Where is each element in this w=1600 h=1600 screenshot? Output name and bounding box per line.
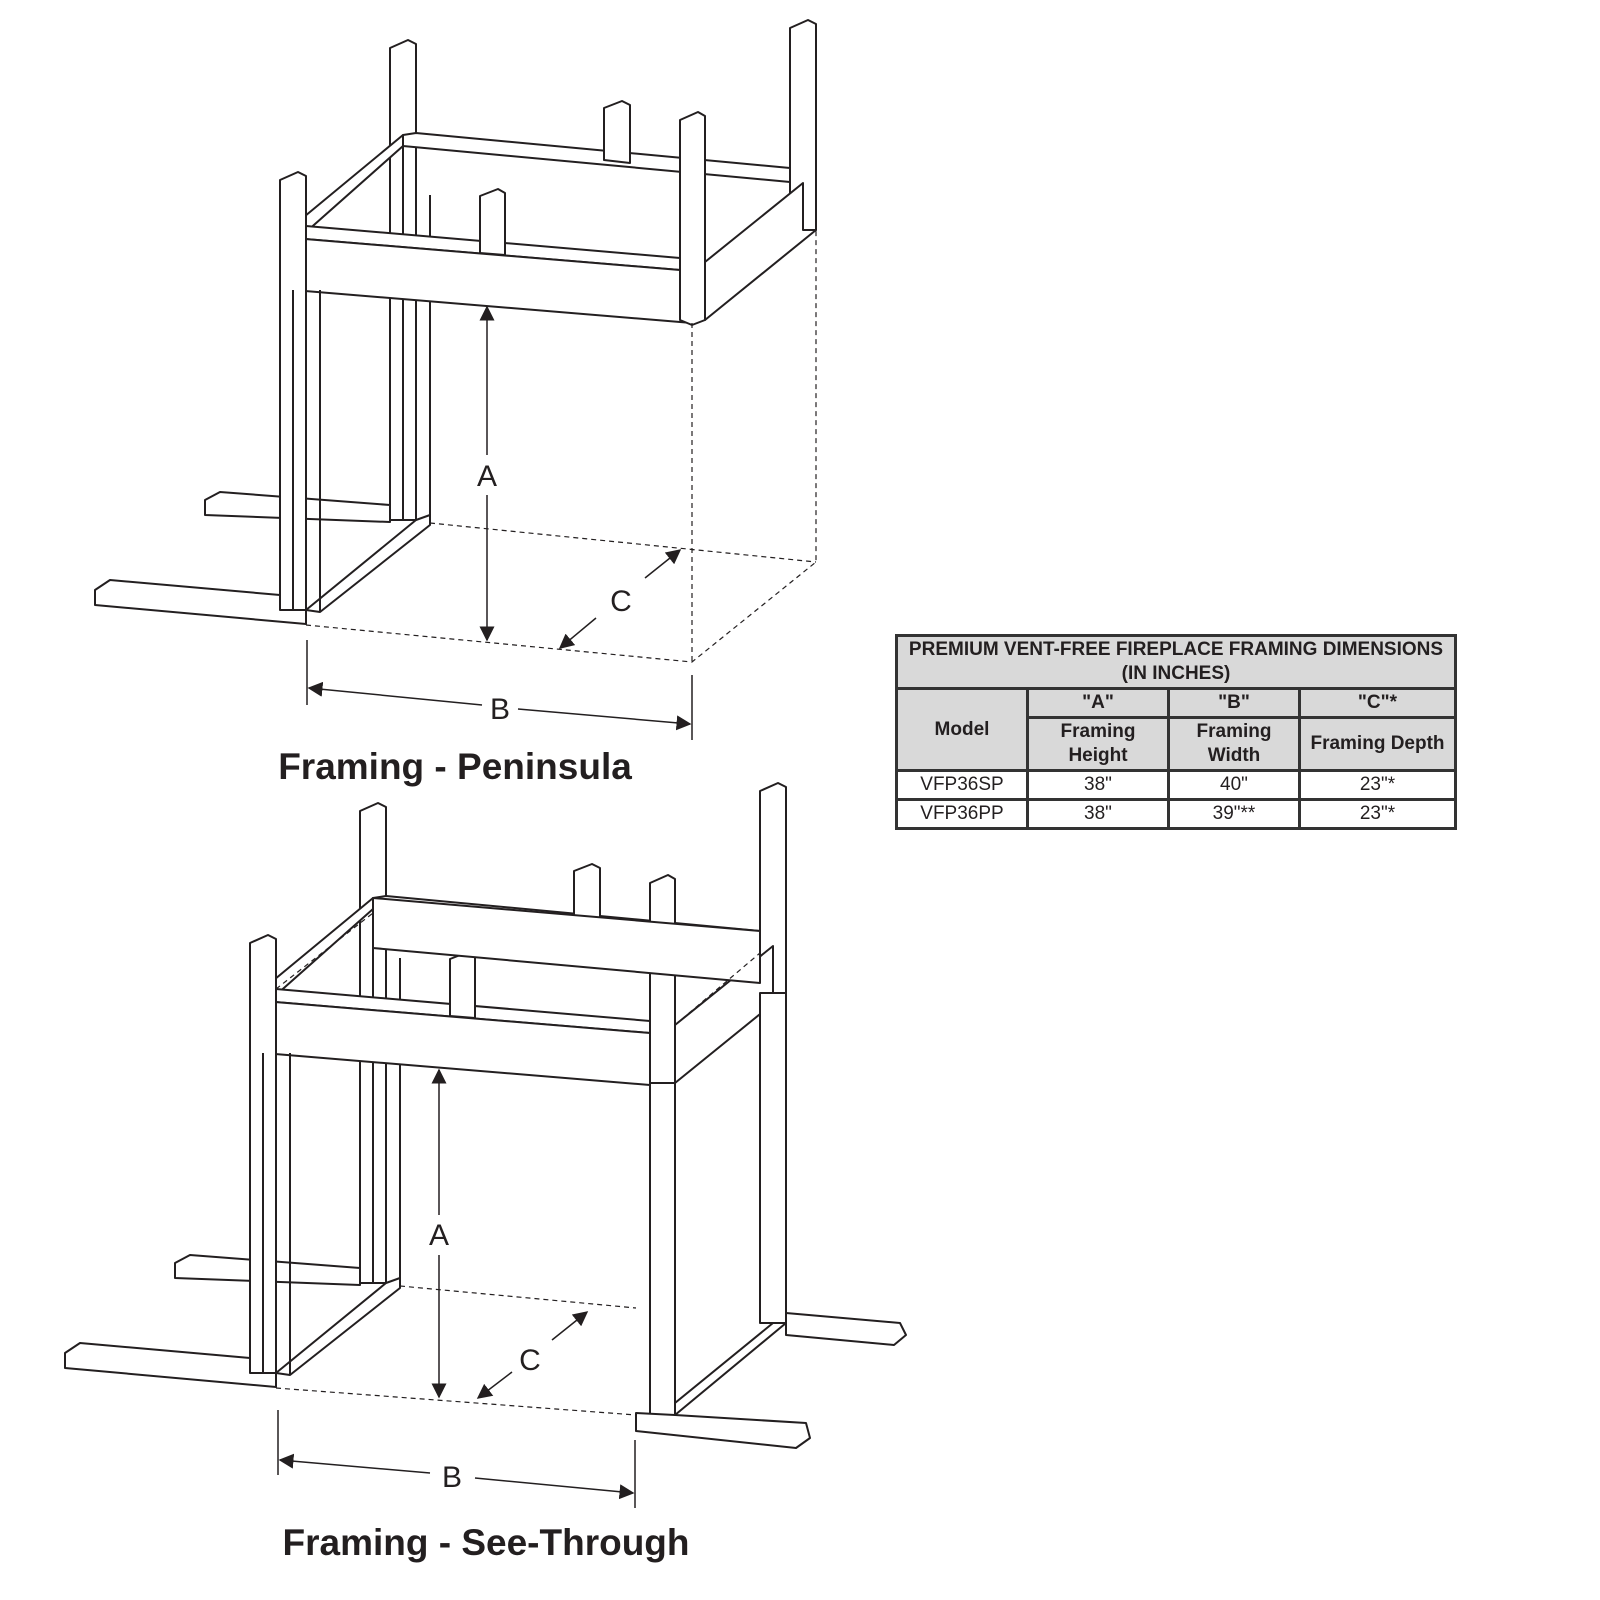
col-b-key: "B" (1167, 687, 1301, 719)
width-cell: 39"** (1167, 798, 1301, 830)
col-b-name: Framing Width (1167, 716, 1301, 772)
col-a-key: "A" (1026, 687, 1170, 719)
back-header-face (372, 897, 761, 984)
table-row: VFP36SP 38" 40" 23"* (895, 769, 1457, 801)
dimension-a-label: A (477, 460, 497, 493)
front-right-foot (635, 1412, 811, 1449)
table-row: VFP36PP 38" 39"** 23"* (895, 798, 1457, 830)
height-cell: 38" (1026, 798, 1170, 830)
peninsula-diagram: A C B (94, 19, 817, 740)
height-cell: 38" (1026, 769, 1170, 801)
dimension-b-label: B (442, 1461, 462, 1494)
dimension-b-arrow (307, 681, 483, 706)
table-title: PREMIUM VENT-FREE FIREPLACE FRAMING DIME… (895, 634, 1457, 690)
col-a-name: Framing Height (1026, 716, 1170, 772)
width-cell: 40" (1167, 769, 1301, 801)
back-right-foot (785, 1312, 907, 1346)
dimension-c-label: C (610, 585, 632, 618)
dimension-a-label: A (429, 1219, 449, 1252)
see-through-diagram: A C B (64, 782, 907, 1508)
depth-cell: 23"* (1298, 798, 1457, 830)
dimension-c-label: C (519, 1344, 541, 1377)
framing-dimensions-table: PREMIUM VENT-FREE FIREPLACE FRAMING DIME… (895, 634, 1457, 830)
col-c-key: "C"* (1298, 687, 1457, 719)
col-c-name: Framing Depth (1298, 716, 1457, 772)
hidden-outline (305, 230, 817, 663)
dimension-b-label: B (490, 693, 510, 726)
model-cell: VFP36PP (895, 798, 1029, 830)
dimension-c-arrow (558, 617, 597, 649)
see-through-title: Framing - See-Through (282, 1522, 690, 1563)
front-right-post-lower (649, 1082, 676, 1416)
peninsula-title: Framing - Peninsula (278, 746, 632, 787)
model-cell: VFP36SP (895, 769, 1029, 801)
back-right-post-lower (759, 992, 787, 1324)
depth-cell: 23"* (1298, 769, 1457, 801)
right-bottom-rail (674, 1322, 787, 1416)
model-header: Model (895, 687, 1029, 772)
